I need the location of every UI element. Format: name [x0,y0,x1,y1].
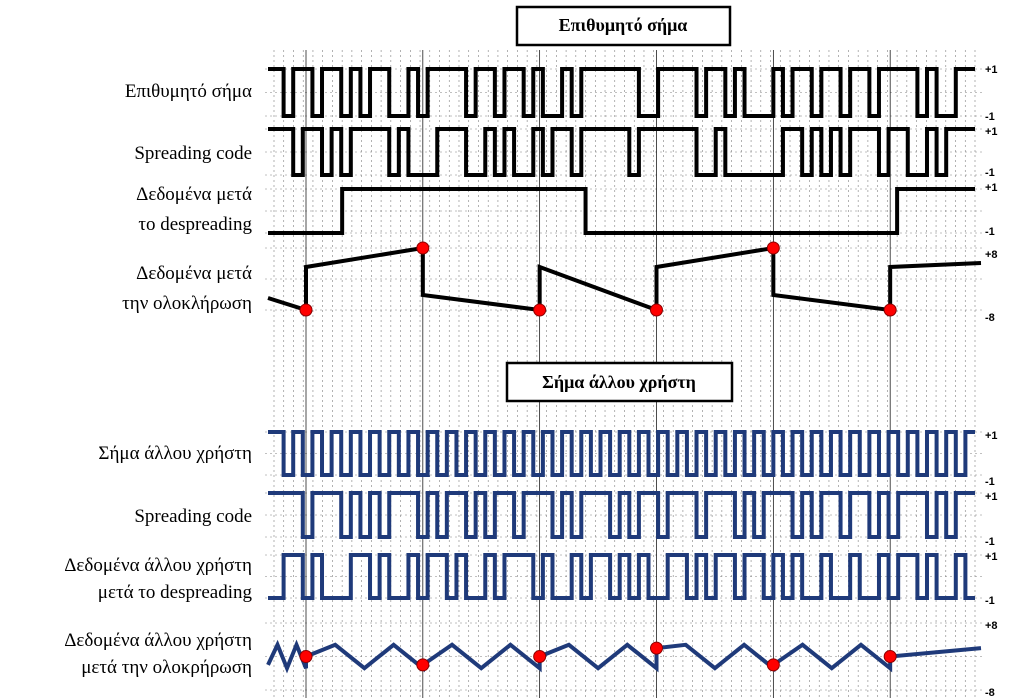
sample-point [533,303,547,317]
row-label: μετά την ολοκρήρωση [81,657,252,678]
row-label: Spreading code [134,506,252,527]
waveform [268,67,975,118]
integrator-trace [267,245,982,313]
tick-top: +8 [985,620,998,632]
row-label: μετά το despreading [98,582,253,603]
waveform [268,430,975,477]
sample-point [299,650,313,663]
row-other-integrated: Δεδομένα άλλου χρήστη μετά την ολοκρήρωση… [64,620,997,698]
tick-bottom: -1 [985,226,995,238]
row-desired-signal: Επιθυμητό σήμα +1 -1 [125,64,998,123]
tick-top: +1 [985,491,998,503]
row-label: Δεδομένα μετά [136,263,252,284]
row-label: Δεδομένα άλλου χρήστη [64,555,252,576]
title-other-box: Σήμα άλλου χρήστη [505,361,734,403]
sample-point [766,658,780,672]
title-desired: Επιθυμητό σήμα [559,15,688,35]
row-desired-spreading-code: Spreading code +1 -1 [134,126,997,179]
tick-top: +1 [985,126,998,138]
sample-point [533,650,547,663]
sample-point [416,658,430,672]
row-label: το despreading [138,214,252,235]
tick-bottom: -1 [985,595,995,607]
tick-top: +8 [985,249,998,261]
sample-point [883,303,897,317]
sample-point [416,241,430,255]
tick-top: +1 [985,551,998,563]
tick-bottom: -1 [985,476,995,488]
waveform [268,127,975,177]
waveform [268,553,975,600]
waveform [268,187,975,235]
row-other-spreading-code: Spreading code +1 -1 [134,491,998,548]
row-label: Δεδομένα μετά [136,184,252,205]
row-other-signal: Σήμα άλλου χρήστη +1 -1 [98,430,998,488]
sample-point [883,650,897,663]
tick-bottom: -1 [985,536,995,548]
row-desired-despread: Δεδομένα μετά το despreading +1 -1 [136,182,997,238]
tick-bottom: -8 [985,687,995,698]
sample-point [650,641,663,655]
row-label: Δεδομένα άλλου χρήστη [64,630,252,651]
tick-top: +1 [985,430,998,442]
tick-bottom: -8 [985,312,995,324]
title-other: Σήμα άλλου χρήστη [542,372,696,392]
tick-bottom: -1 [985,167,995,179]
row-label: την ολοκλήρωση [122,293,252,314]
sample-point [299,303,313,317]
row-desired-integrated: Δεδομένα μετά την ολοκλήρωση +8 -8 [122,241,998,324]
tick-bottom: -1 [985,111,995,123]
sample-point [766,241,780,255]
tick-top: +1 [985,182,998,194]
tick-top: +1 [985,64,998,76]
row-label: Επιθυμητό σήμα [125,81,252,102]
row-label: Spreading code [134,143,252,164]
waveform [268,491,975,539]
row-label: Σήμα άλλου χρήστη [98,443,252,464]
row-other-despread: Δεδομένα άλλου χρήστη μετά το despreading… [64,551,997,607]
sample-point [650,303,663,317]
title-desired-box: Επιθυμητό σήμα [515,5,732,47]
